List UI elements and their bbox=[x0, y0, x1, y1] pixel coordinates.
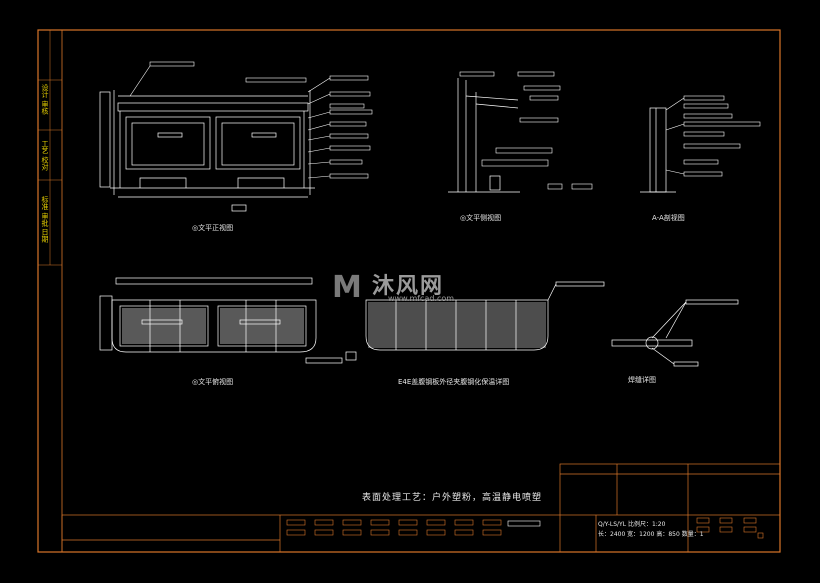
top-plan-drawing bbox=[99, 277, 343, 364]
title-block-line-1: Q/Y-LS/YL 比例尺：1:20 bbox=[598, 521, 666, 528]
weld-detail-drawing bbox=[611, 299, 739, 367]
weld-detail-caption: 焊缝详图 bbox=[628, 376, 656, 384]
side-column-cell-1: 设计 审核 bbox=[41, 84, 49, 115]
side-elevation-caption: ◎文平侧视图 bbox=[460, 214, 502, 222]
panel-detail-caption: E4E盖腹钢板外径夹腹钢化保温详图 bbox=[398, 378, 510, 386]
side-column-cell-3: 标准 审批 日期 bbox=[41, 196, 49, 243]
title-block-line-2: 长：2400 宽：1200 高：850 数量：1 bbox=[598, 531, 704, 538]
side-column-cell-2: 工艺 校对 bbox=[41, 140, 49, 171]
front-elevation-drawing bbox=[99, 90, 315, 212]
title-block bbox=[61, 463, 781, 553]
watermark-brand: 沐风网 bbox=[372, 274, 445, 299]
watermark-url: www.mfcad.com bbox=[388, 294, 455, 303]
top-plan-caption: ◎文平俯视图 bbox=[192, 378, 234, 386]
surface-treatment-note: 表面处理工艺：户外塑粉，高温静电喷塑 bbox=[362, 493, 543, 503]
panel-detail-drawing bbox=[345, 281, 605, 361]
side-elevation-drawing bbox=[448, 78, 520, 193]
watermark-logo-icon: M bbox=[332, 270, 362, 305]
section-aa-drawing bbox=[640, 107, 676, 193]
front-elevation-caption: ◎文平正视图 bbox=[192, 224, 234, 232]
section-aa-caption: A-A剖视图 bbox=[652, 214, 685, 222]
